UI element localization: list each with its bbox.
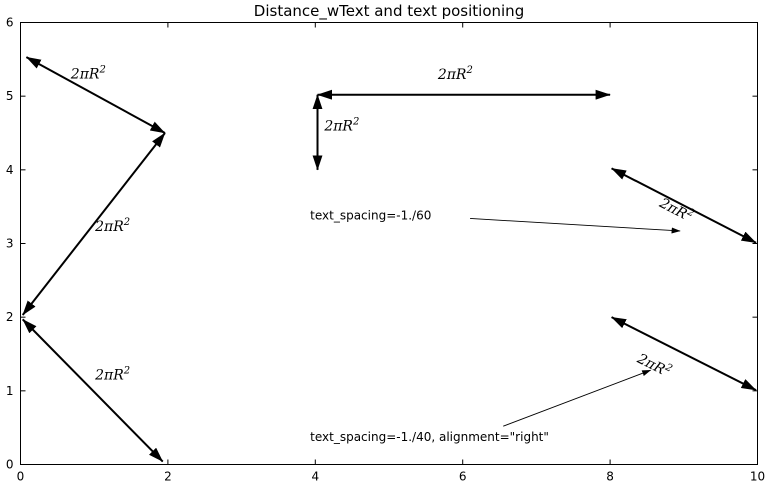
y-tick-label: 4 [6,163,14,177]
axes-frame [20,22,758,465]
arrow-right-lower-label: 2πR2 [634,349,674,381]
annotation-spacing-60-text: text_spacing=-1./60 [310,209,431,223]
y-tick-label: 5 [6,89,14,103]
annotation-spacing-40-arrow [503,369,652,427]
y-tick-label: 1 [6,384,14,398]
chart-title: Distance_wText and text positioning [254,2,524,21]
arrow-left-falling [21,318,164,463]
arrow-left-rising [21,132,166,316]
y-tick-label: 0 [6,458,14,472]
arrow-upper-left-label: 2πR2 [70,64,106,82]
arrow-right-lower [611,316,757,391]
arrow-left-falling-label: 2πR2 [94,366,130,384]
arrow-left-rising-label: 2πR2 [94,217,130,235]
annotation-spacing-60-arrow [470,218,681,234]
arrow-upper-left [25,56,166,134]
annotation-spacing-40-text: text_spacing=-1./40, alignment="right" [310,430,549,444]
x-tick-label: 0 [17,470,25,484]
y-tick-label: 2 [6,310,14,324]
x-tick-label: 4 [311,470,319,484]
arrow-vertical-label: 2πR2 [323,117,359,135]
arrow-right-upper-label: 2πR2 [656,193,696,226]
y-tick-label: 3 [6,237,14,251]
arrow-right-upper [611,167,757,244]
y-tick-label: 6 [6,16,14,30]
axes-area: 0 2 4 6 8 10 0 1 2 3 4 5 6 2πR2 2πR2 2πR2 2πR2 2πR2 2πR2 2π… [6,16,765,484]
x-tick-label: 8 [606,470,614,484]
x-tick-label: 2 [164,470,172,484]
x-tick-label: 6 [459,470,467,484]
x-tick-label: 10 [750,470,765,484]
arrow-horizontal-label: 2πR2 [437,65,473,83]
